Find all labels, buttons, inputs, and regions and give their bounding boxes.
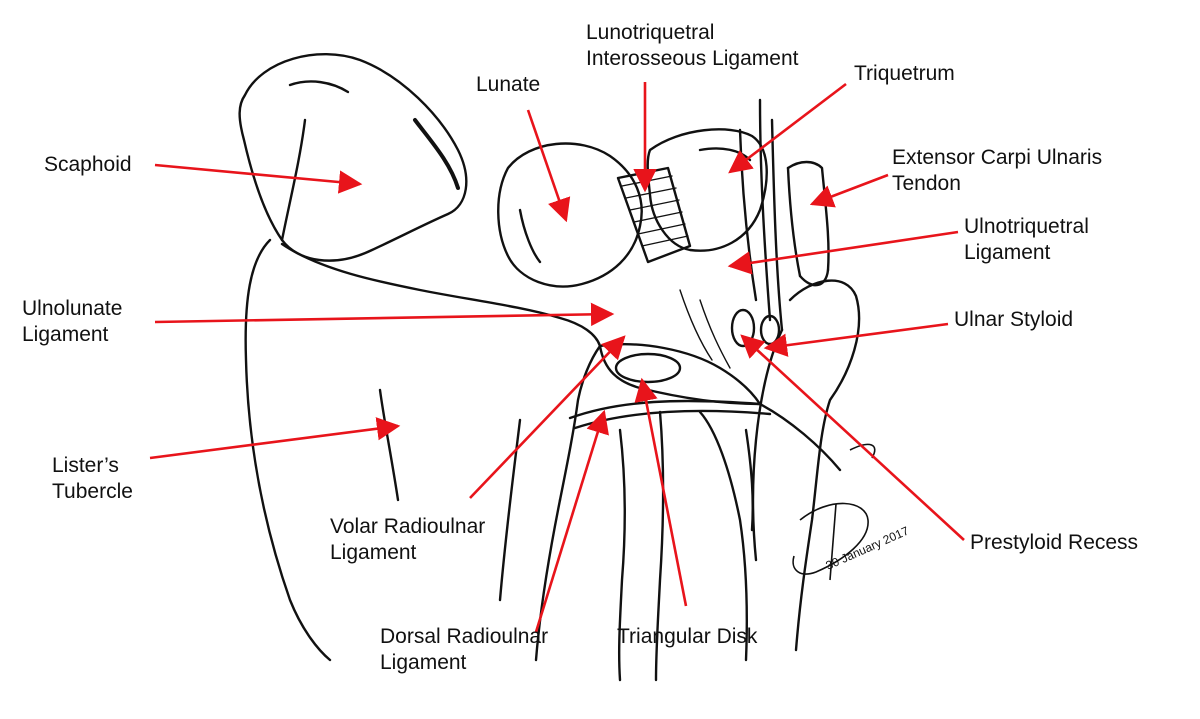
arrow-prestyloid xyxy=(742,336,964,540)
label-ulnar-styloid: Ulnar Styloid xyxy=(954,307,1073,333)
label-ulnolunate: Ulnolunate Ligament xyxy=(22,296,122,348)
arrow-volar-radioulnar xyxy=(470,337,624,498)
label-ecu: Extensor Carpi Ulnaris Tendon xyxy=(892,145,1102,197)
label-triangular-disk: Triangular Disk xyxy=(617,624,757,650)
radius-bone xyxy=(246,240,330,660)
label-prestyloid: Prestyloid Recess xyxy=(970,530,1138,556)
arrow-ulnolunate xyxy=(155,314,612,322)
label-scaphoid: Scaphoid xyxy=(44,152,132,178)
pointer-arrows xyxy=(150,82,964,632)
label-volar-radioulnar: Volar Radioulnar Ligament xyxy=(330,514,485,566)
arrow-scaphoid xyxy=(155,165,360,184)
artist-signature: 30 January 2017 xyxy=(793,444,911,580)
arrow-lunate xyxy=(528,110,566,220)
label-triquetrum: Triquetrum xyxy=(854,61,955,87)
label-ulnotriquetral: Ulnotriquetral Ligament xyxy=(964,214,1089,266)
label-dorsal-radioulnar: Dorsal Radioulnar Ligament xyxy=(380,624,548,676)
scaphoid-bone xyxy=(240,54,467,260)
arrow-listers xyxy=(150,426,398,458)
arrow-triangular-disk xyxy=(642,380,686,606)
label-lunotriquetral: Lunotriquetral Interosseous Ligament xyxy=(586,20,798,72)
arrow-triquetrum xyxy=(730,84,846,172)
label-listers: Lister’s Tubercle xyxy=(52,453,133,505)
triangular-disk xyxy=(600,344,760,404)
label-lunate: Lunate xyxy=(476,72,540,98)
